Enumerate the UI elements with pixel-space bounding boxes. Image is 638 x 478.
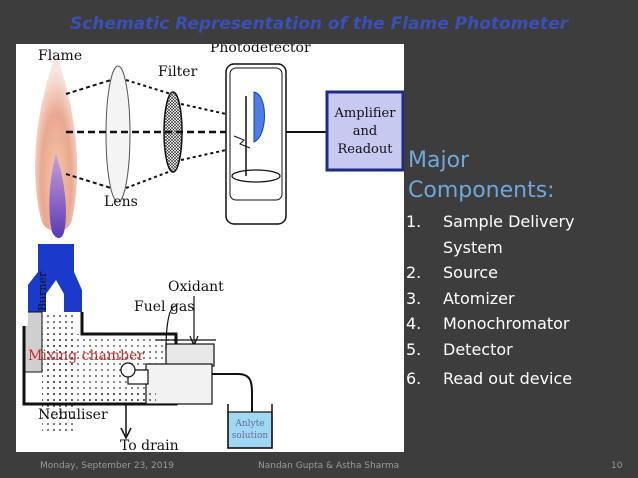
list-item: 3. Atomizer: [406, 286, 575, 312]
amplifier-label: Amplifier: [334, 106, 397, 121]
photodetector: [225, 63, 287, 225]
footer-date: Monday, September 23, 2019: [40, 461, 174, 471]
amplifier-readout-box: [325, 90, 404, 172]
readout-label: Readout: [338, 142, 394, 157]
item-number: 3.: [406, 288, 422, 308]
diagram-svg: Burner Lens Filter: [18, 44, 404, 452]
drain-pipe: [120, 404, 132, 440]
nebuliser: [82, 362, 253, 416]
item-text: Read out device: [443, 369, 573, 388]
item-text: Monochromator: [443, 314, 570, 333]
flame-photometer-diagram: Burner Lens Filter: [16, 44, 404, 452]
major-components-heading: Major Components:: [408, 146, 555, 206]
amplifier-and-label: and: [353, 124, 377, 139]
item-number: 6.: [406, 369, 422, 388]
list-item: 4. Monochromator: [406, 311, 575, 337]
slide-title: Schematic Representation of the Flame Ph…: [69, 14, 569, 34]
lens-label: Lens: [104, 194, 138, 210]
item-number: 4.: [406, 314, 422, 333]
fuel-gas-label: Fuel gas: [134, 299, 194, 315]
item-number: 2.: [406, 263, 422, 282]
nebuliser-label: Nebuliser: [38, 407, 108, 423]
list-item: 1. Sample Delivery: [406, 209, 575, 235]
flame-label: Flame: [38, 48, 82, 64]
burner-label: Burner: [36, 271, 49, 311]
item-text: Detector: [443, 339, 513, 359]
to-drain-label: To drain: [120, 438, 179, 452]
mixing-chamber-label: Mixing chamber: [28, 348, 144, 364]
heading-line-1: Major: [408, 148, 470, 173]
footer-page-number: 10: [611, 461, 623, 471]
flame: [35, 54, 78, 238]
list-item: System: [406, 235, 575, 261]
item-text: Source: [443, 263, 498, 282]
components-list: 1. Sample Delivery System 2. Source 3. Atom…: [406, 209, 575, 392]
analyte-beaker: [227, 404, 273, 449]
filter-label: Filter: [158, 64, 198, 80]
item-text: Sample Delivery: [443, 212, 575, 231]
lens: [105, 65, 131, 203]
item-number: 5.: [406, 339, 422, 359]
item-text: Atomizer: [443, 288, 515, 308]
footer-authors: Nandan Gupta & Astha Sharma: [258, 461, 400, 471]
item-text: System: [443, 237, 503, 257]
item-number: 1.: [406, 212, 422, 231]
list-item: 6. Read out device: [406, 366, 575, 392]
list-item: 2. Source: [406, 260, 575, 286]
analyte-label: Anlyte: [234, 419, 264, 429]
oxidant-label: Oxidant: [168, 279, 224, 295]
photodetector-label: Photodetector: [210, 44, 311, 56]
heading-line-2: Components:: [408, 178, 555, 203]
list-item: 5. Detector: [406, 337, 575, 363]
light-beams: [65, 79, 227, 189]
analyte-solution-label: solution: [232, 431, 269, 441]
